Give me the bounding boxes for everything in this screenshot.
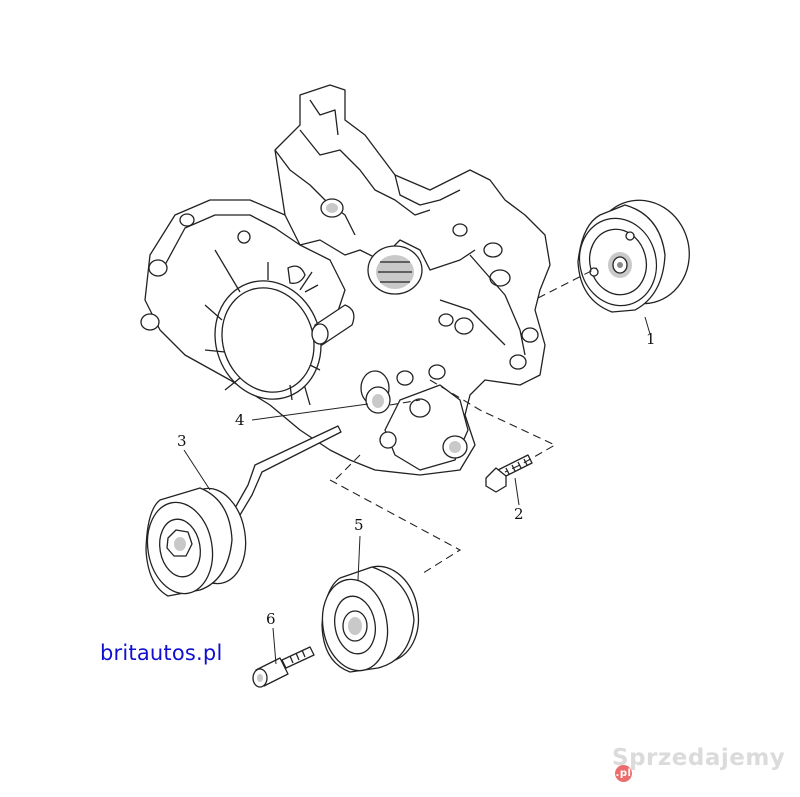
callout-5: 5 (354, 516, 364, 534)
brand-text: britautos.pl (100, 641, 223, 665)
watermark: Sprzedajemy.pl (612, 745, 800, 797)
watermark-badge: .pl (615, 765, 632, 782)
idler-pulley-arm-part-3 (145, 425, 342, 597)
assembly-lines (329, 267, 598, 576)
callout-6: 6 (266, 610, 276, 628)
washer-part-4 (360, 370, 391, 414)
callout-1: 1 (646, 330, 656, 348)
cap-screw-part-6 (252, 646, 315, 688)
callout-2: 2 (514, 505, 524, 523)
tensioner-pulley-part-1 (577, 199, 690, 313)
engine-housing (140, 84, 551, 476)
callout-labels: 1 2 3 4 5 6 (177, 330, 656, 628)
watermark-name: Sprzedajemy (612, 745, 786, 771)
bolt-part-2 (485, 454, 533, 493)
callout-3: 3 (177, 432, 187, 450)
leader-lines (183, 316, 651, 665)
callout-4: 4 (235, 411, 245, 429)
idler-pulley-part-5 (321, 565, 420, 673)
